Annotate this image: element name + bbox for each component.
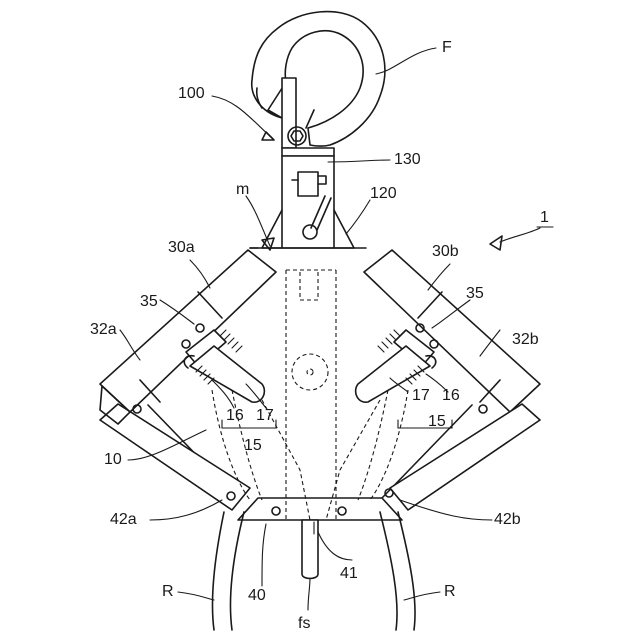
label-10: 10	[104, 451, 122, 468]
label-35-left: 35	[140, 293, 158, 310]
label-100: 100	[178, 85, 205, 102]
label-fs: fs	[298, 615, 310, 632]
pin-fs	[302, 520, 318, 579]
label-40: 40	[248, 587, 266, 604]
label-42b: 42b	[494, 511, 521, 528]
label-35-right: 35	[466, 285, 484, 302]
label-17-right: 17	[412, 387, 430, 404]
label-17-left: 17	[256, 407, 274, 424]
label-1: 1	[540, 209, 549, 226]
label-30a: 30a	[168, 239, 195, 256]
label-32b: 32b	[512, 331, 539, 348]
hanger-bracket	[262, 148, 354, 248]
label-130: 130	[394, 151, 421, 168]
label-F: F	[442, 39, 452, 56]
label-R-left: R	[162, 583, 174, 600]
label-30b: 30b	[432, 243, 459, 260]
label-32a: 32a	[90, 321, 117, 338]
hook	[252, 12, 385, 147]
rope-left	[212, 512, 244, 630]
label-15-right: 15	[428, 413, 446, 430]
label-15-left: 15	[244, 437, 262, 454]
label-42a: 42a	[110, 511, 137, 528]
label-16-right: 16	[442, 387, 460, 404]
label-41: 41	[340, 565, 358, 582]
rope-right	[380, 512, 415, 630]
label-120: 120	[370, 185, 397, 202]
label-R-right: R	[444, 583, 456, 600]
label-16-left: 16	[226, 407, 244, 424]
label-m: m	[236, 181, 249, 198]
